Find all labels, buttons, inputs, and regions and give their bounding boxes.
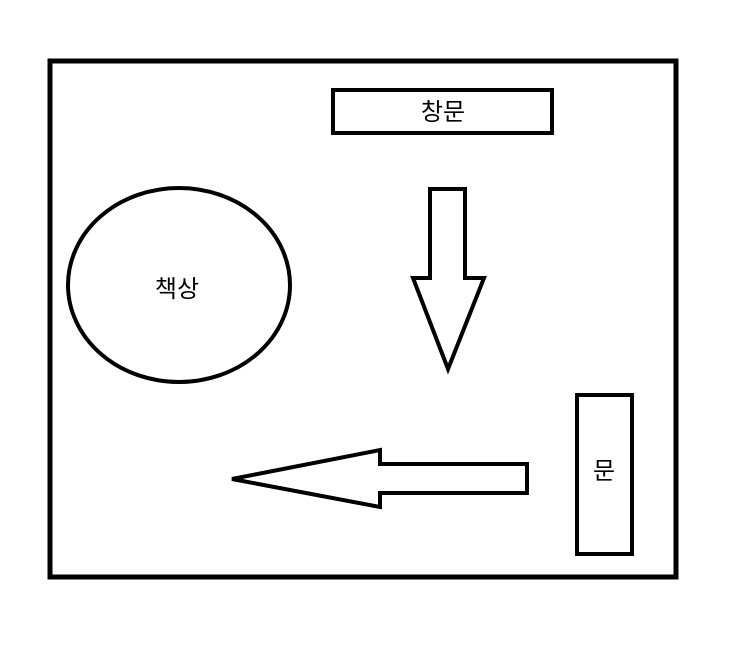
door: 문 [575, 393, 634, 556]
door-label: 문 [593, 457, 615, 485]
door-box [575, 393, 634, 556]
window-label: 창문 [421, 98, 465, 126]
window-box [331, 88, 554, 135]
down-arrow [410, 187, 487, 375]
desk-label: 책상 [155, 275, 199, 303]
window: 창문 [331, 88, 554, 135]
desk: 책상 [66, 186, 292, 384]
left-arrow [231, 447, 529, 510]
desk-ellipse [66, 186, 292, 384]
